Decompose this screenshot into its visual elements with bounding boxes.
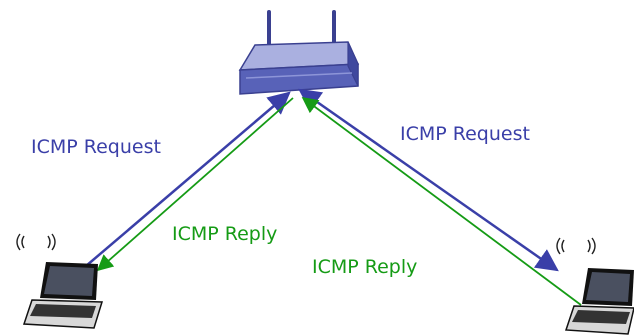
reply-arrow-left (96, 97, 294, 272)
laptop-icon (16, 233, 104, 329)
request-label-right: ICMP Request (400, 123, 530, 145)
request-label-left: ICMP Request (31, 136, 161, 158)
reply-label-left: ICMP Reply (172, 223, 277, 245)
request-arrow-left (85, 91, 291, 267)
reply-label-right: ICMP Reply (312, 256, 417, 278)
request-arrow-right (298, 88, 559, 272)
wireless-router-icon (238, 10, 360, 95)
reply-arrow-right (301, 97, 582, 306)
laptop-icon (556, 237, 634, 335)
